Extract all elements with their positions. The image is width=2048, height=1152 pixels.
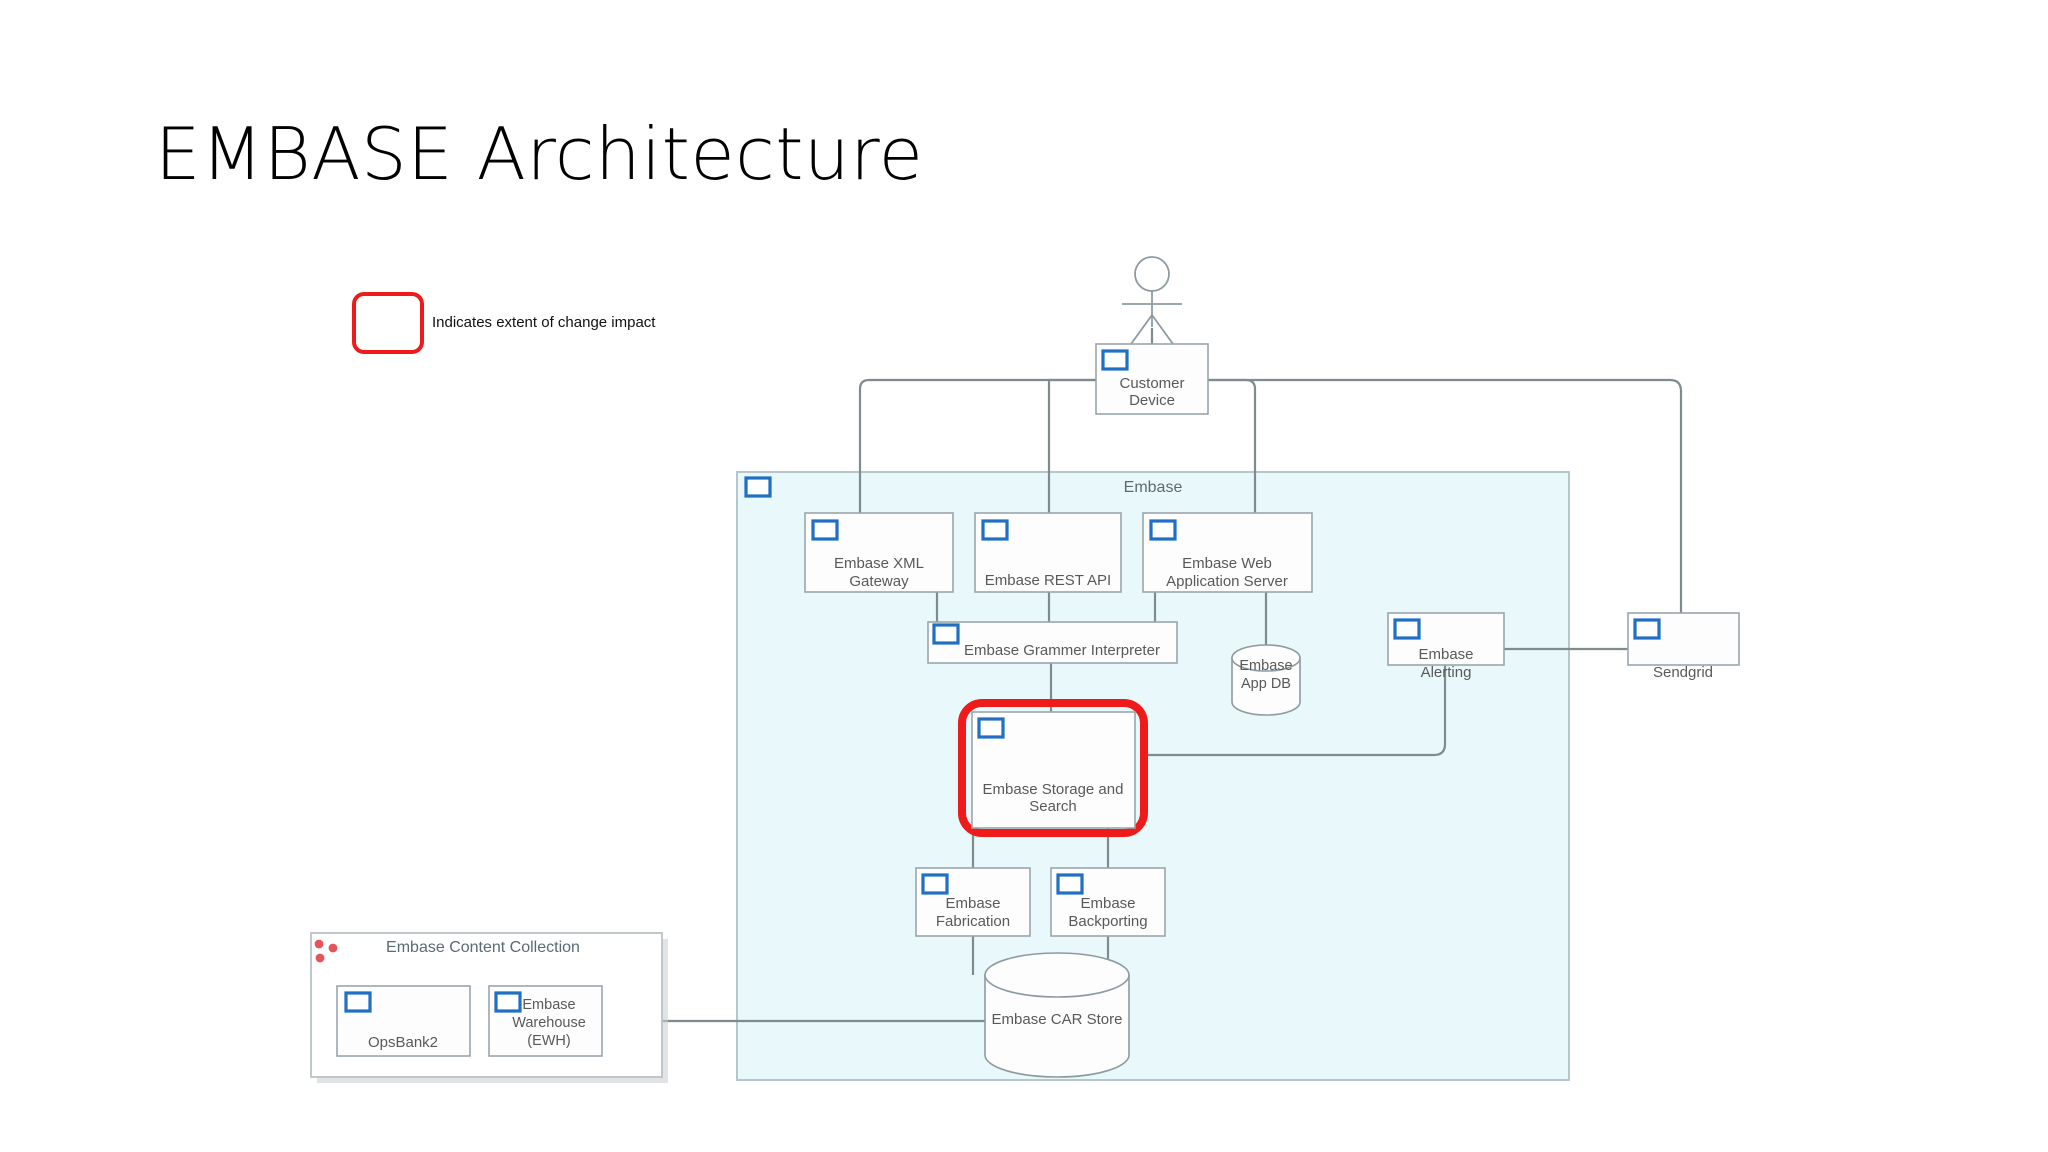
node-embase-app-db-top [1231,644,1301,672]
node-embase-web-app-server[interactable]: Embase Web Application Server [1142,512,1313,593]
node-embase-backporting[interactable]: Embase Backporting [1050,867,1166,937]
component-icon [494,991,522,1013]
edge-customer-device-to-rest-api [1047,378,1096,523]
node-embase-app-db[interactable]: Embase App DB [1231,644,1301,716]
node-opsbank2[interactable]: OpsBank2 [336,985,471,1057]
node-embase-warehouse-ewh-label-line3: (EWH) [527,1033,571,1049]
node-embase-storage-and-search-label-line1: Embase Storage and [983,781,1124,798]
customer-actor[interactable] [1122,256,1182,345]
node-embase-car-store-body [984,974,1130,1078]
page-title: EMBASE Architecture [155,112,924,196]
node-embase-fabrication-label-line2: Fabrication [936,913,1010,930]
node-embase-xml-gateway-body [804,512,954,593]
node-embase-alerting-label-line2: Alerting [1421,664,1472,681]
actor-head-icon [1134,256,1170,292]
node-embase-rest-api[interactable]: Embase REST API [974,512,1122,593]
node-embase-car-store-label: Embase CAR Store [992,1011,1123,1028]
red-dots-icon [314,939,338,963]
edge-customer-device-to-xml-gateway [858,378,1096,523]
node-sendgrid-label: Sendgrid [1653,664,1713,681]
legend: Indicates extent of change impact [352,292,656,354]
node-embase-xml-gateway-label-line2: Gateway [849,573,909,590]
node-embase-web-app-server-label-line2: Application Server [1166,573,1288,590]
component-icon [1149,519,1177,541]
node-embase-alerting[interactable]: Embase Alerting [1387,612,1505,681]
component-icon [1393,618,1421,640]
node-embase-app-db-label-line1: Embase [1239,658,1292,674]
node-embase-fabrication-label-line1: Embase [945,895,1000,912]
change-impact-highlight [958,699,1148,837]
edge-layer [470,328,1683,1023]
node-embase-backporting-label-line2: Backporting [1068,913,1147,930]
node-customer-device-label-line1: Customer [1119,375,1184,392]
component-icon [1056,873,1084,895]
node-embase-grammer-interpreter-label: Embase Grammer Interpreter [964,642,1160,659]
node-sendgrid[interactable]: Sendgrid [1627,612,1740,681]
node-embase-car-store[interactable]: Embase CAR Store [984,952,1130,1078]
node-embase-warehouse-ewh[interactable]: Embase Warehouse (EWH) [488,985,603,1057]
component-icon [1101,349,1129,371]
node-embase-warehouse-ewh-label-line1: Embase [522,997,575,1013]
actor-leg-right-icon [1151,314,1174,345]
node-embase-xml-gateway-label-line1: Embase XML [834,555,924,572]
node-embase-app-db-body [1231,657,1301,716]
node-embase-fabrication[interactable]: Embase Fabrication [915,867,1031,937]
component-icon [1633,618,1661,640]
edge-storage-search-to-alerting [1140,665,1447,757]
legend-label: Indicates extent of change impact [432,314,656,331]
node-embase-rest-api-label-line1: Embase REST API [985,572,1111,589]
node-embase-app-db-label-line2: App DB [1241,676,1291,692]
component-icon [744,476,772,498]
change-impact-swatch [352,292,424,354]
group-embase-content-collection[interactable]: Embase Content Collection OpsBank2 Embas… [310,932,668,1083]
component-icon [811,519,839,541]
node-embase-storage-and-search[interactable]: Embase Storage and Search [958,699,1148,837]
node-embase-grammer-interpreter[interactable]: Embase Grammer Interpreter [927,621,1178,664]
group-content-collection-label: Embase Content Collection [386,939,580,956]
node-customer-device-label-line2: Device [1129,392,1175,409]
component-icon [932,623,960,645]
node-embase-storage-and-search-label-line2: Search [1029,798,1077,815]
component-icon [921,873,949,895]
actor-leg-left-icon [1130,314,1153,345]
node-embase-xml-gateway[interactable]: Embase XML Gateway [804,512,954,593]
component-icon [344,991,372,1013]
group-embase-label: Embase [1124,479,1183,496]
node-embase-warehouse-ewh-label-line2: Warehouse [512,1015,586,1031]
node-embase-car-store-top [984,952,1130,998]
node-customer-device[interactable]: Customer Device [1095,343,1209,415]
node-opsbank2-label: OpsBank2 [368,1034,438,1051]
node-embase-backporting-body [1050,867,1166,937]
node-embase-alerting-label-line1: Embase [1418,646,1473,663]
node-embase-grammer-interpreter-body [927,621,1178,664]
node-embase-web-app-server-label-line1: Embase Web [1182,555,1272,572]
component-icon [981,519,1009,541]
edge-customer-device-to-sendgrid [1208,378,1683,613]
component-icon [977,717,1005,739]
node-embase-backporting-label-line1: Embase [1080,895,1135,912]
